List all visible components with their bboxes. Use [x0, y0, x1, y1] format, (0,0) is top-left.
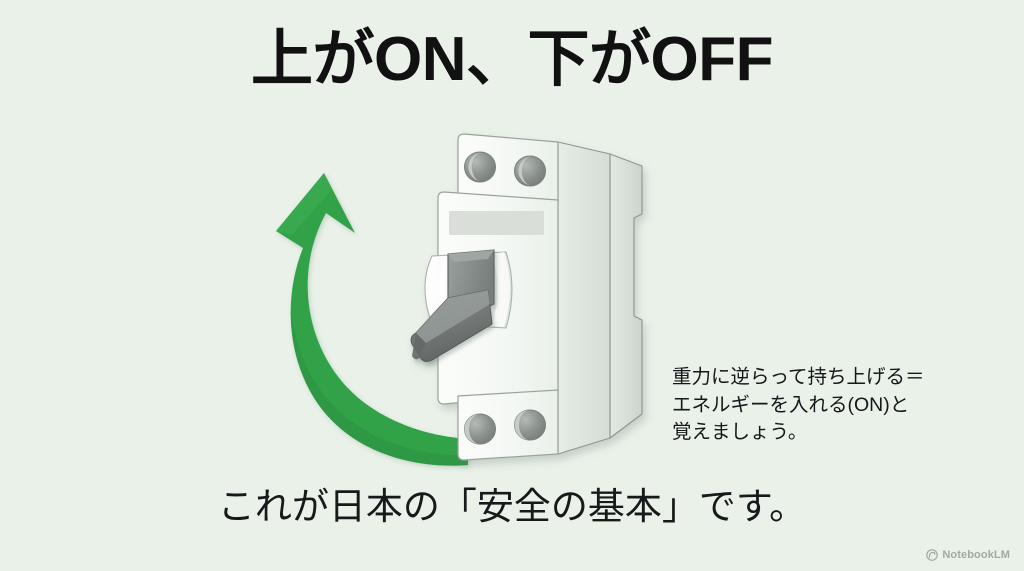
notebooklm-label: NotebookLM	[942, 549, 1010, 561]
page-title: 上がON、下がOFF	[251, 25, 773, 94]
breaker-label-strip	[449, 211, 544, 235]
sidenote-line-2: エネルギーを入れる(ON)と	[672, 393, 910, 416]
terminal-screw-bottom-left	[464, 413, 496, 445]
notebooklm-icon	[926, 549, 939, 561]
breaker-toggle-lever	[410, 249, 495, 363]
terminal-screw-bottom-right	[514, 409, 546, 441]
terminal-screw-top-left	[464, 151, 496, 183]
circuit-breaker-illustration	[396, 128, 656, 470]
sidenote-text: 重力に逆らって持ち上げる＝ エネルギーを入れる(ON)と 覚えましょう。	[672, 364, 972, 447]
terminal-screw-top-right	[514, 155, 546, 187]
sidenote-line-3: 覚えましょう。	[672, 421, 808, 444]
sidenote-line-1: 重力に逆らって持ち上げる＝	[672, 366, 925, 388]
upward-curved-arrow	[262, 143, 477, 473]
notebooklm-watermark: NotebookLM	[926, 549, 1010, 561]
slide-caption: これが日本の「安全の基本」です。	[217, 486, 807, 527]
